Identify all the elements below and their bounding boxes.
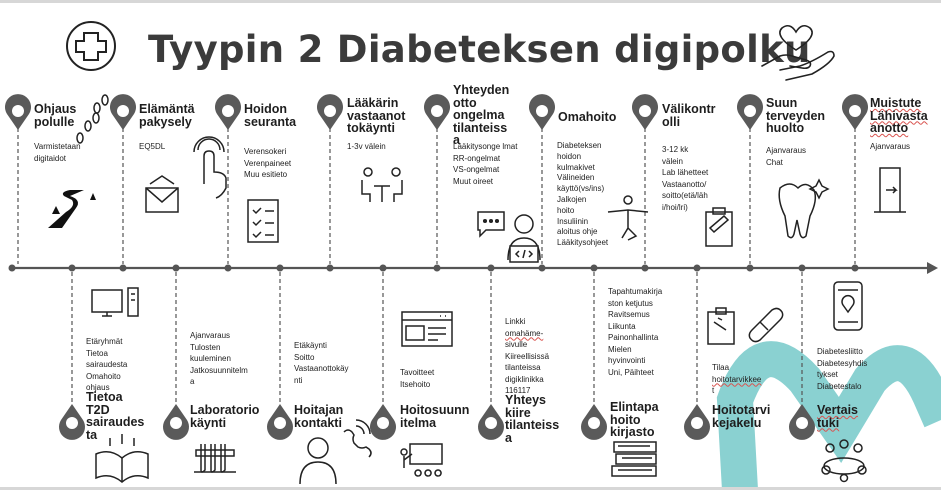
coder-at-laptop-icon [507, 214, 541, 263]
stage-title-hoitajan: Hoitajan kontakti [294, 403, 344, 430]
stage-title-hoidon: Hoidon seuranta [244, 102, 297, 129]
stage-title-laboratorio: Laboratorio käynti [190, 403, 260, 430]
stage-title-laakari: Lääkärin vastaanot tokäynti [347, 96, 406, 135]
envelope-icon [145, 175, 179, 213]
tooth-icon [778, 178, 830, 239]
lower-connectors [71, 272, 803, 404]
web-form-icon [401, 311, 453, 347]
road-icon [48, 190, 96, 228]
open-book-icon [95, 434, 149, 483]
speech-bubble-icon [477, 211, 505, 238]
stage-title-elamanta: Elämäntä pakysely [139, 102, 195, 129]
stage-title-suun: Suun terveyden huolto [766, 96, 826, 135]
heart-watermark [716, 341, 941, 490]
upper-connectors [17, 128, 856, 264]
lower-pins [59, 404, 815, 440]
medical-supplies-icon [707, 307, 784, 345]
test-tubes-icon [194, 444, 236, 473]
medical-cross-icon [66, 21, 116, 71]
stage-title-tietoa: Tietoa T2D sairaudes ta [86, 390, 145, 442]
footsteps-icon [76, 94, 109, 144]
bottom-border [0, 487, 941, 490]
nurse-phone-icon [299, 419, 372, 485]
smartphone-location-icon [833, 281, 863, 331]
page-title: Tyypin 2 Diabeteksen digipolku [148, 28, 811, 71]
timeline-axis [8, 262, 938, 274]
stage-title-valikontrolli: Välikontr olli [662, 102, 716, 129]
stage-title-omahoito: Omahoito [558, 110, 617, 124]
stage-items-laakari: 1-3v välein [347, 142, 386, 151]
checklist-icon [247, 199, 279, 243]
clipboard-icon [705, 207, 733, 247]
stage-title-vertais: Vertais tuki [817, 403, 859, 430]
support-group-icon [821, 439, 867, 483]
top-border [0, 0, 941, 3]
door-exit-icon [874, 167, 906, 213]
yoga-pose-icon [607, 195, 649, 241]
stage-title-yhteyden: Yhteyden otto ongelma tilanteiss a [453, 83, 510, 147]
upper-pins [5, 94, 868, 130]
stage-title-elintapa: Elintapa hoito kirjasto [610, 400, 659, 439]
computer-icon [91, 287, 139, 317]
stage-items-muistute: Ajanvaraus [870, 142, 911, 151]
stage-title-muistute: Muistute Lähivasta anotto [870, 96, 928, 135]
heart-in-hand-icon [761, 24, 835, 81]
stage-title-hoitotarvike: Hoitotarvi kejakelu [712, 403, 771, 430]
stage-items-elamanta: EQ5DL [139, 142, 166, 151]
stage-title-ohjaus: Ohjaus polulle [34, 102, 77, 129]
books-stack-icon [611, 441, 657, 477]
stage-title-yhteys: Yhteys kiire tilanteiss a [505, 393, 560, 445]
tap-finger-icon [193, 136, 227, 199]
teacher-board-icon [400, 443, 443, 477]
stage-title-hoitosuunnitelma: Hoitosuunn itelma [400, 403, 470, 430]
consultation-icon [361, 167, 403, 202]
